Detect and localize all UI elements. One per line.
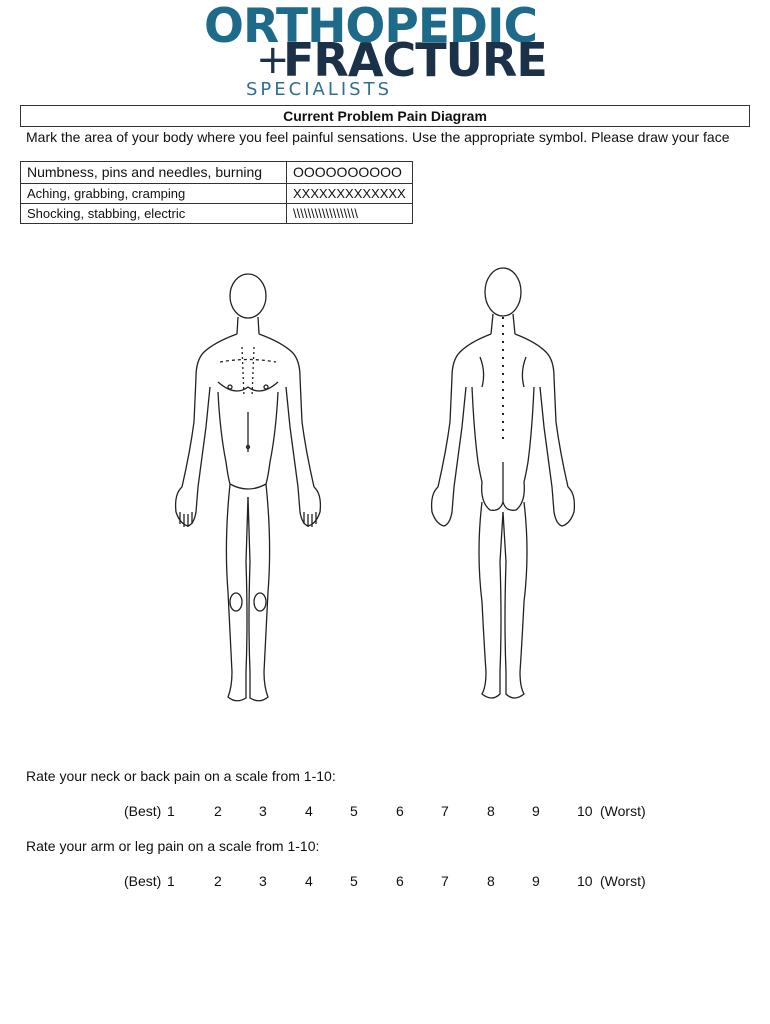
- legend-symbol: XXXXXXXXXXXXX: [286, 183, 413, 204]
- scale-option-7[interactable]: 7: [441, 873, 449, 889]
- legend-symbol: OOOOOOOOOO: [286, 161, 413, 184]
- scale-option-9[interactable]: 9: [532, 873, 540, 889]
- arm-leg-pain-scale: (Best) 1 2 3 4 5 6 7 8 9 10 (Worst): [0, 873, 770, 893]
- body-back-figure[interactable]: [410, 262, 610, 712]
- logo-plus: +: [256, 37, 290, 83]
- scale-option-6[interactable]: 6: [396, 873, 404, 889]
- body-front-figure[interactable]: [160, 262, 360, 712]
- neck-back-pain-scale: (Best) 1 2 3 4 5 6 7 8 9 10 (Worst): [0, 803, 770, 823]
- scale-option-4[interactable]: 4: [305, 873, 313, 889]
- scale-option-5[interactable]: 5: [350, 803, 358, 819]
- scale-option-9[interactable]: 9: [532, 803, 540, 819]
- scale-option-5[interactable]: 5: [350, 873, 358, 889]
- scale-best-label: (Best): [124, 873, 162, 889]
- scale-option-1[interactable]: 1: [167, 803, 175, 819]
- scale-option-10[interactable]: 10: [577, 873, 593, 889]
- arm-leg-pain-question: Rate your arm or leg pain on a scale fro…: [26, 838, 320, 854]
- legend-description: Numbness, pins and needles, burning: [20, 161, 287, 184]
- scale-option-3[interactable]: 3: [259, 803, 267, 819]
- scale-option-8[interactable]: 8: [487, 873, 495, 889]
- logo-fracture: FRACTURE: [283, 33, 548, 87]
- scale-option-2[interactable]: 2: [214, 803, 222, 819]
- scale-option-8[interactable]: 8: [487, 803, 495, 819]
- legend-description: Aching, grabbing, cramping: [20, 183, 287, 204]
- scale-option-6[interactable]: 6: [396, 803, 404, 819]
- scale-worst-label: (Worst): [600, 803, 646, 819]
- legend-row: Shocking, stabbing, electric \\\\\\\\\\\…: [20, 203, 413, 224]
- symbol-legend-table: Numbness, pins and needles, burning OOOO…: [20, 161, 413, 224]
- scale-option-7[interactable]: 7: [441, 803, 449, 819]
- legend-row: Numbness, pins and needles, burning OOOO…: [20, 161, 413, 184]
- neck-back-pain-question: Rate your neck or back pain on a scale f…: [26, 768, 336, 784]
- logo-specialists: SPECIALISTS: [246, 79, 393, 100]
- instructions-text: Mark the area of your body where you fee…: [26, 129, 730, 145]
- scale-option-1[interactable]: 1: [167, 873, 175, 889]
- legend-symbol: \\\\\\\\\\\\\\\\\\: [286, 203, 413, 224]
- scale-option-10[interactable]: 10: [577, 803, 593, 819]
- company-logo: ORTHOPEDIC + FRACTURE SPECIALISTS: [0, 0, 770, 100]
- scale-option-2[interactable]: 2: [214, 873, 222, 889]
- scale-best-label: (Best): [124, 803, 162, 819]
- logo-orthopedic: ORTHOPEDIC: [204, 0, 538, 54]
- scale-worst-label: (Worst): [600, 873, 646, 889]
- legend-row: Aching, grabbing, cramping XXXXXXXXXXXXX: [20, 183, 413, 204]
- scale-option-3[interactable]: 3: [259, 873, 267, 889]
- legend-description: Shocking, stabbing, electric: [20, 203, 287, 224]
- page-title: Current Problem Pain Diagram: [20, 105, 750, 127]
- scale-option-4[interactable]: 4: [305, 803, 313, 819]
